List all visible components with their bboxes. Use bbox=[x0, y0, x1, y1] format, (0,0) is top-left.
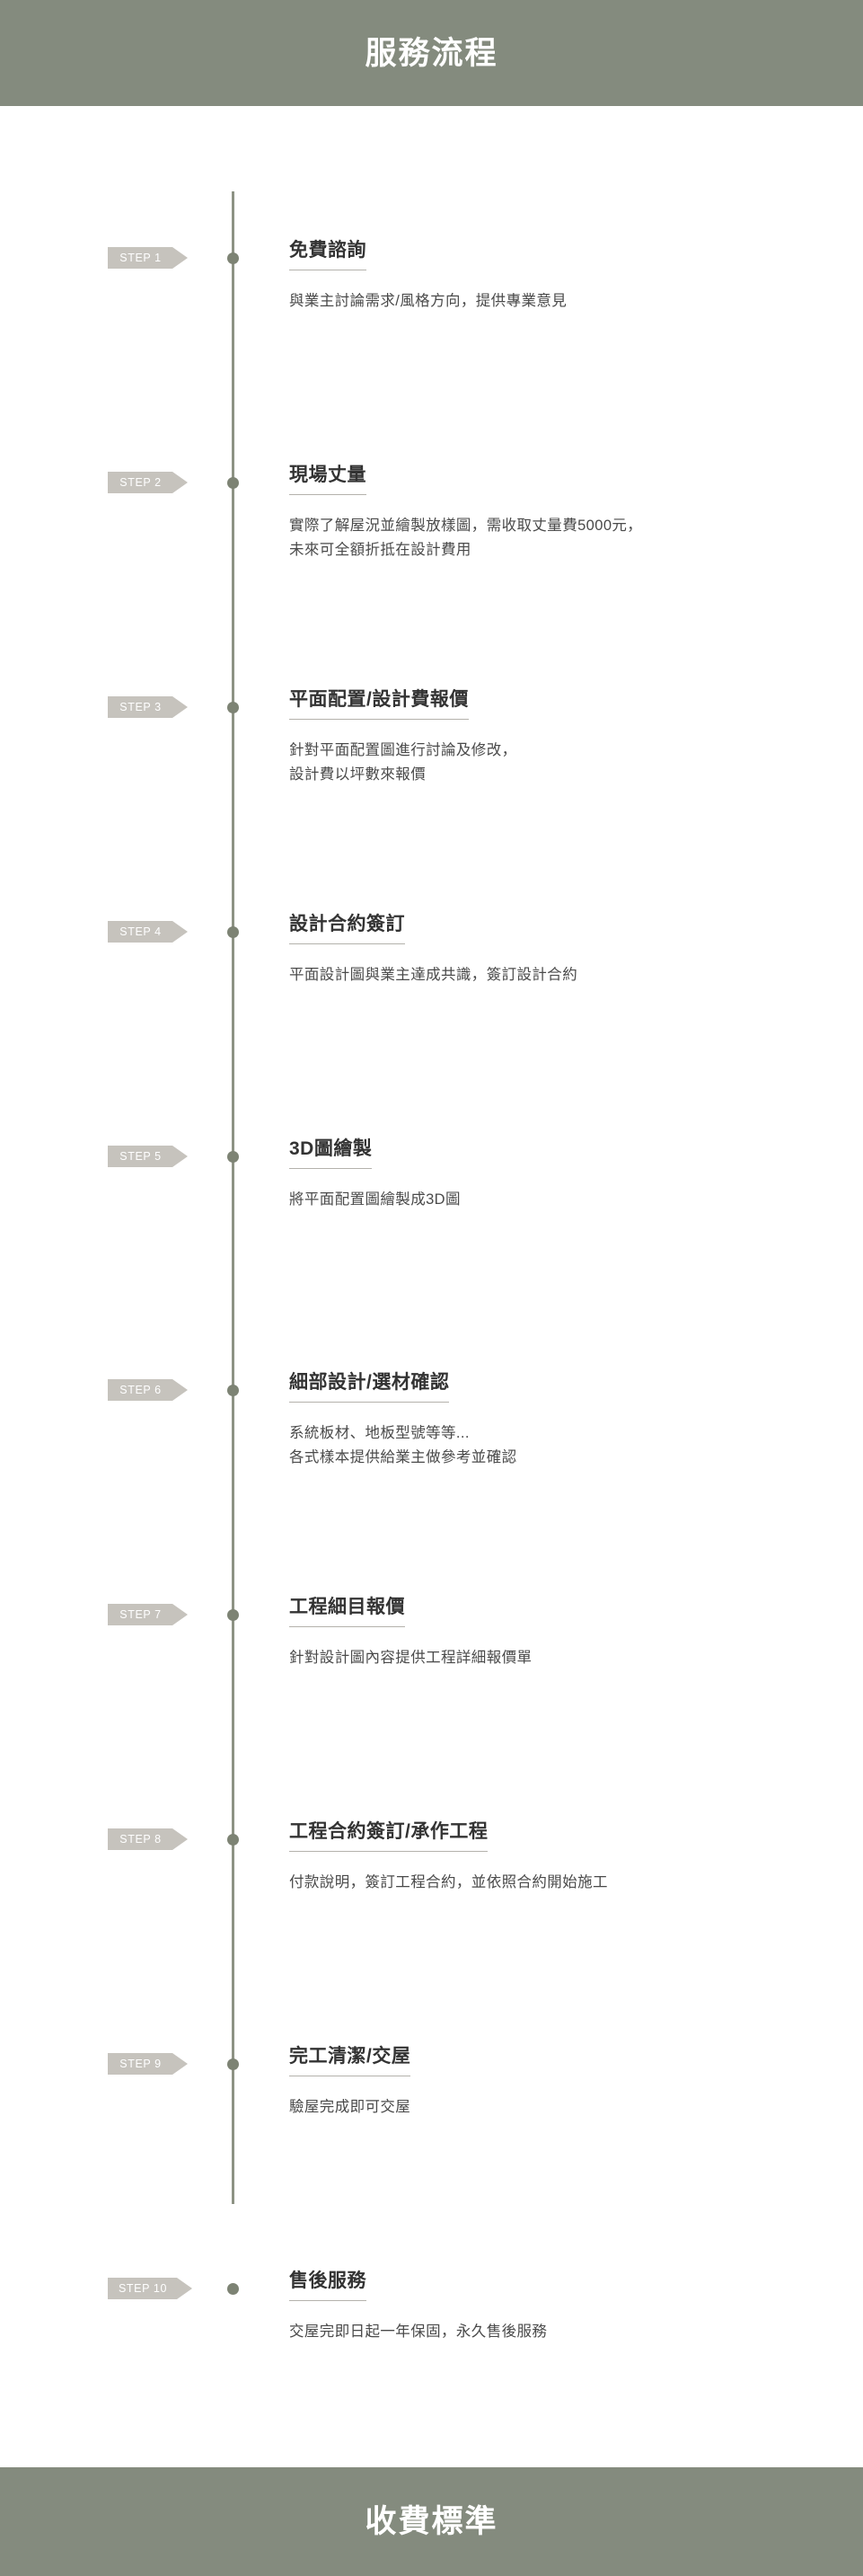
timeline-dot-icon bbox=[227, 1609, 239, 1621]
step-description: 針對設計圖內容提供工程詳細報價單 bbox=[289, 1650, 533, 1667]
step-badge: STEP 9 bbox=[108, 2053, 188, 2075]
step-badge-label: STEP 6 bbox=[119, 1383, 162, 1396]
step-content: 3D圖繪製將平面配置圖繪製成3D圖 bbox=[289, 1137, 828, 1212]
step-badge-label: STEP 1 bbox=[119, 251, 162, 264]
header-banner: 服務流程 bbox=[0, 0, 863, 106]
timeline-dot-icon bbox=[227, 702, 239, 713]
timeline-dot-icon bbox=[227, 1385, 239, 1396]
step-badge: STEP 10 bbox=[108, 2278, 192, 2299]
step-badge: STEP 3 bbox=[108, 696, 188, 718]
step-badge-arrow-icon bbox=[172, 1379, 188, 1401]
step-badge-arrow-icon bbox=[172, 1828, 188, 1850]
step-title: 免費諮詢 bbox=[289, 238, 366, 271]
step-title: 平面配置/設計費報價 bbox=[289, 687, 469, 721]
step-badge-label: STEP 2 bbox=[119, 475, 162, 489]
step-title: 售後服務 bbox=[289, 2269, 366, 2302]
step-content: 工程細目報價針對設計圖內容提供工程詳細報價單 bbox=[289, 1595, 828, 1670]
step-content: 設計合約簽訂平面設計圖與業主達成共識，簽訂設計合約 bbox=[289, 912, 828, 987]
step-description: 將平面配置圖繪製成3D圖 bbox=[289, 1191, 461, 1208]
step-badge-body: STEP 9 bbox=[108, 2053, 172, 2075]
step-content: 完工清潔/交屋驗屋完成即可交屋 bbox=[289, 2044, 828, 2120]
step-badge-arrow-icon bbox=[172, 1146, 188, 1167]
step-badge-label: STEP 8 bbox=[119, 1832, 162, 1846]
step-badge: STEP 2 bbox=[108, 472, 188, 493]
step-description: 與業主討論需求/風格方向，提供專業意見 bbox=[289, 293, 568, 310]
step-description: 交屋完即日起一年保固，永久售後服務 bbox=[289, 2324, 548, 2341]
step-badge-body: STEP 8 bbox=[108, 1828, 172, 1850]
step-content: 現場丈量實際了解屋況並繪製放樣圖，需收取丈量費5000元， 未來可全額折抵在設計… bbox=[289, 463, 828, 562]
timeline-dot-icon bbox=[227, 477, 239, 489]
step-badge-body: STEP 3 bbox=[108, 696, 172, 718]
step-description: 針對平面配置圖進行討論及修改， 設計費以坪數來報價 bbox=[289, 742, 517, 783]
step-title: 設計合約簽訂 bbox=[289, 912, 405, 945]
timeline-dot-icon bbox=[227, 926, 239, 938]
step-content: 工程合約簽訂/承作工程付款說明，簽訂工程合約，並依照合約開始施工 bbox=[289, 1819, 828, 1895]
footer-title: 收費標準 bbox=[365, 2504, 498, 2539]
step-badge-label: STEP 10 bbox=[119, 2281, 167, 2295]
step-description: 系統板材、地板型號等等... 各式樣本提供給業主做參考並確認 bbox=[289, 1425, 517, 1466]
step-badge-body: STEP 5 bbox=[108, 1146, 172, 1167]
step-badge-body: STEP 1 bbox=[108, 247, 172, 269]
step-badge: STEP 5 bbox=[108, 1146, 188, 1167]
step-badge-arrow-icon bbox=[172, 247, 188, 269]
step-badge-body: STEP 4 bbox=[108, 921, 172, 943]
timeline-dot-icon bbox=[227, 2283, 239, 2295]
step-badge-arrow-icon bbox=[172, 2053, 188, 2075]
step-badge-body: STEP 6 bbox=[108, 1379, 172, 1401]
step-content: 售後服務交屋完即日起一年保固，永久售後服務 bbox=[289, 2269, 828, 2344]
step-title: 工程細目報價 bbox=[289, 1595, 405, 1628]
timeline-dot-icon bbox=[227, 2058, 239, 2070]
step-description: 驗屋完成即可交屋 bbox=[289, 2099, 411, 2116]
step-badge: STEP 8 bbox=[108, 1828, 188, 1850]
step-title: 細部設計/選材確認 bbox=[289, 1370, 450, 1403]
step-description: 付款說明，簽訂工程合約，並依照合約開始施工 bbox=[289, 1874, 608, 1891]
step-badge: STEP 7 bbox=[108, 1604, 188, 1625]
step-description: 實際了解屋況並繪製放樣圖，需收取丈量費5000元， 未來可全額折抵在設計費用 bbox=[289, 518, 643, 559]
step-badge-arrow-icon bbox=[172, 472, 188, 493]
step-content: 平面配置/設計費報價針對平面配置圖進行討論及修改， 設計費以坪數來報價 bbox=[289, 687, 828, 787]
step-content: 細部設計/選材確認系統板材、地板型號等等... 各式樣本提供給業主做參考並確認 bbox=[289, 1370, 828, 1470]
step-badge: STEP 4 bbox=[108, 921, 188, 943]
step-badge-arrow-icon bbox=[172, 1604, 188, 1625]
step-badge-label: STEP 3 bbox=[119, 700, 162, 713]
step-badge: STEP 6 bbox=[108, 1379, 188, 1401]
step-badge-label: STEP 4 bbox=[119, 925, 162, 938]
step-title: 完工清潔/交屋 bbox=[289, 2044, 411, 2077]
step-title: 現場丈量 bbox=[289, 463, 366, 496]
step-badge-arrow-icon bbox=[172, 921, 188, 943]
step-badge-arrow-icon bbox=[172, 696, 188, 718]
step-content: 免費諮詢與業主討論需求/風格方向，提供專業意見 bbox=[289, 238, 828, 314]
step-badge-label: STEP 5 bbox=[119, 1149, 162, 1163]
timeline-dot-icon bbox=[227, 252, 239, 264]
timeline-dot-icon bbox=[227, 1151, 239, 1163]
step-title: 工程合約簽訂/承作工程 bbox=[289, 1819, 489, 1853]
timeline-axis-line bbox=[232, 191, 234, 2204]
timeline-dot-icon bbox=[227, 1834, 239, 1846]
step-badge-body: STEP 10 bbox=[108, 2278, 177, 2299]
footer-banner: 收費標準 bbox=[0, 2467, 863, 2576]
step-badge: STEP 1 bbox=[108, 247, 188, 269]
step-badge-arrow-icon bbox=[177, 2278, 192, 2299]
step-badge-body: STEP 7 bbox=[108, 1604, 172, 1625]
page-title: 服務流程 bbox=[365, 35, 498, 71]
step-description: 平面設計圖與業主達成共識，簽訂設計合約 bbox=[289, 967, 578, 984]
step-badge-label: STEP 9 bbox=[119, 2057, 162, 2070]
step-badge-body: STEP 2 bbox=[108, 472, 172, 493]
step-title: 3D圖繪製 bbox=[289, 1137, 373, 1170]
step-badge-label: STEP 7 bbox=[119, 1607, 162, 1621]
